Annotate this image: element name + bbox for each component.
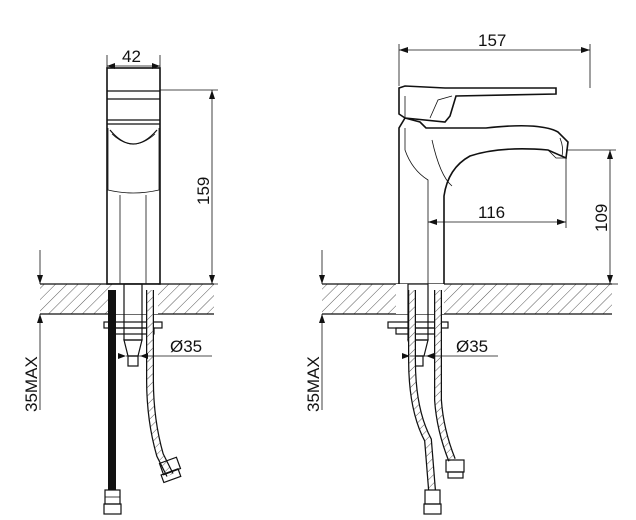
front-height-label: 159 bbox=[194, 177, 213, 205]
front-width-dimension: 42 bbox=[106, 47, 161, 69]
front-width-label: 42 bbox=[122, 47, 141, 66]
front-height-dimension: 159 bbox=[160, 89, 218, 285]
front-thickness-dimension: 35MAX bbox=[22, 250, 43, 412]
front-faucet-body bbox=[106, 67, 161, 285]
front-diameter-label: Ø35 bbox=[170, 337, 202, 356]
side-countertop-section bbox=[322, 283, 612, 315]
side-diameter-label: Ø35 bbox=[456, 337, 488, 356]
front-hoses bbox=[103, 290, 182, 515]
side-diameter-dimension: Ø35 bbox=[402, 337, 498, 359]
side-view: 157 116 109 35MAX bbox=[304, 31, 618, 515]
front-diameter-dimension: Ø35 bbox=[118, 337, 212, 359]
side-spout-height-dimension: 109 bbox=[566, 149, 618, 285]
side-faucet-body bbox=[398, 85, 569, 284]
front-view: 42 159 35MAX Ø35 bbox=[22, 47, 218, 515]
side-depth-label: 157 bbox=[478, 31, 506, 50]
front-countertop-section bbox=[40, 283, 214, 315]
side-reach-dimension: 116 bbox=[428, 158, 567, 228]
side-thickness-label: 35MAX bbox=[304, 356, 323, 412]
side-reach-label: 116 bbox=[478, 203, 505, 222]
side-spout-height-label: 109 bbox=[592, 204, 611, 232]
front-thickness-label: 35MAX bbox=[22, 356, 41, 412]
side-thickness-dimension: 35MAX bbox=[304, 250, 325, 412]
side-depth-dimension: 157 bbox=[398, 31, 591, 88]
front-mounting-hardware bbox=[103, 283, 163, 367]
side-hoses bbox=[408, 290, 465, 515]
